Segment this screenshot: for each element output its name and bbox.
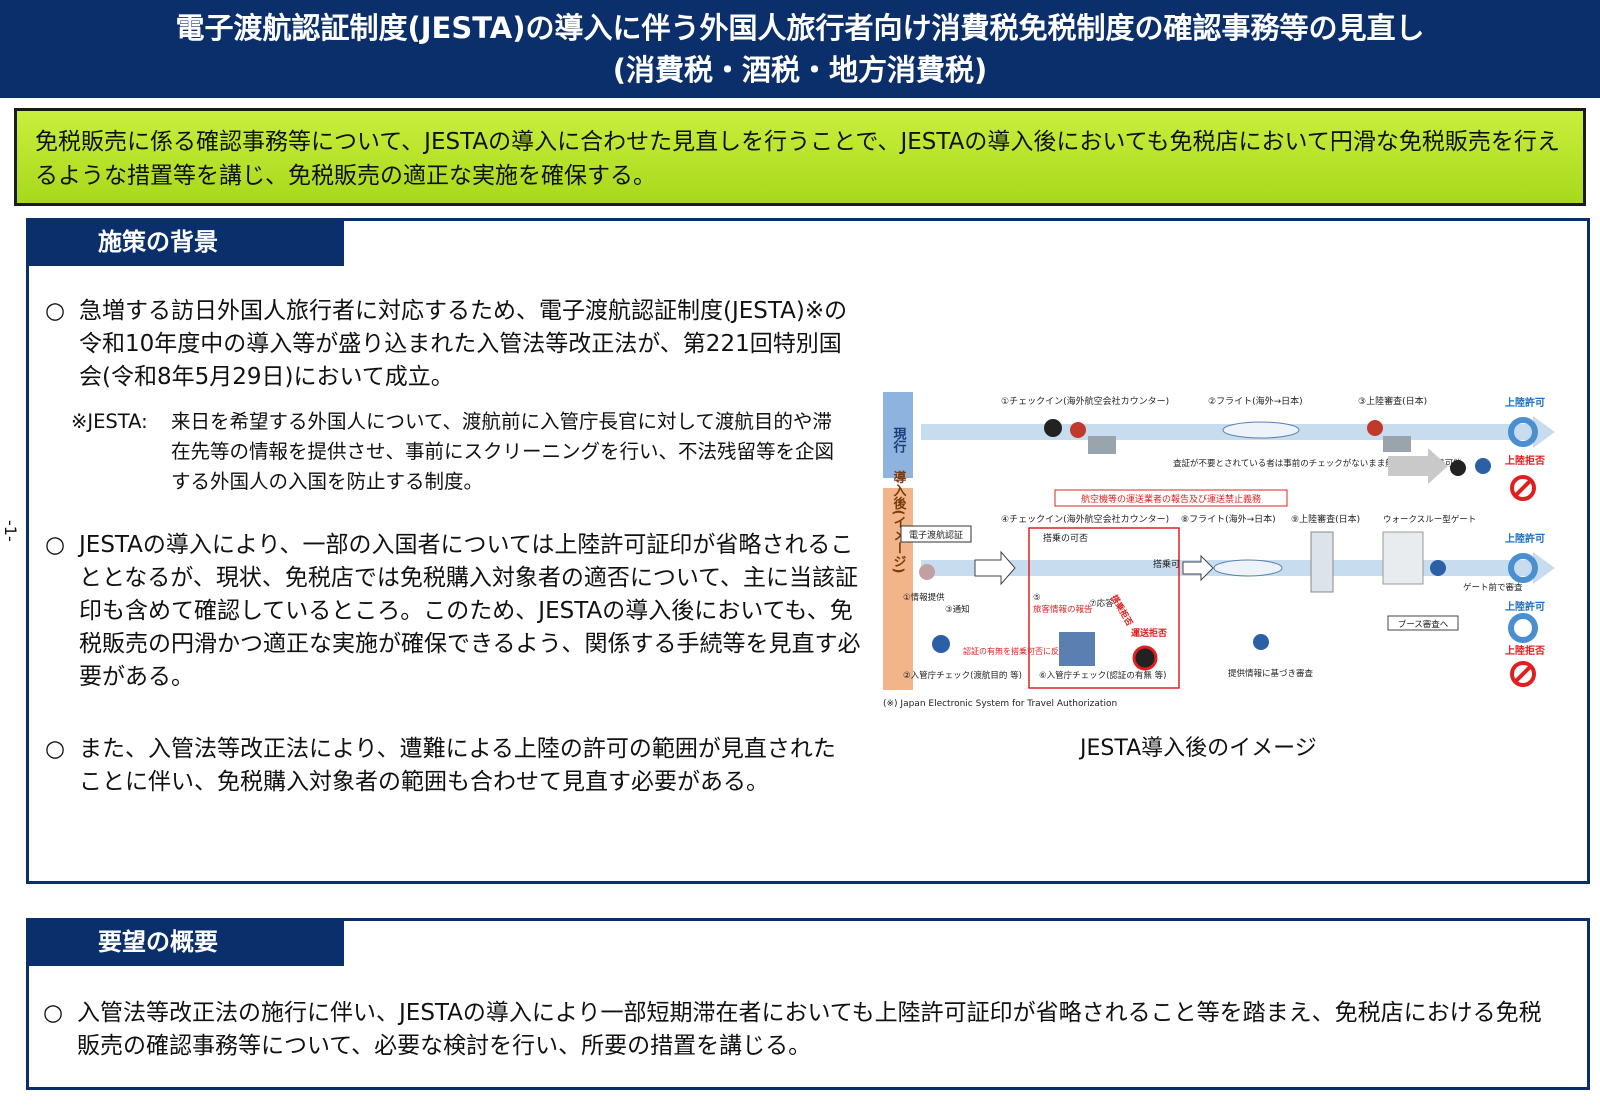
walkthrough-label: ウォークスルー型ゲート [1383,514,1476,525]
obligation-box [1054,489,1288,507]
bullet-mark: ○ [45,736,66,762]
board-refuse-label: 搭乗拒否 [1108,593,1135,628]
bullet-2: ○ JESTAの導入により、一部の入国者については上陸許可証印が省略されることと… [45,529,865,694]
bullet-mark: ○ [43,1000,64,1026]
reflect-label: 認証の有無を搭乗可否に反映 [963,646,1067,656]
row-after-bg [883,488,913,690]
plane2-icon [1213,559,1283,577]
counter-icon [1088,436,1116,454]
diagram-svg: 現行 導入後(イメージ) ①チェックイン(海外航空会社カウンター) ②フライト(… [883,392,1555,709]
row-after-label: 導入後(イメージ) [891,470,907,573]
walkthrough-gate-icon [1382,531,1424,585]
transport-refuse-label: 運送拒否 [1131,627,1167,639]
row-current-label: 現行 [891,427,908,454]
jesta-diagram: 現行 導入後(イメージ) ①チェックイン(海外航空会社カウンター) ②フライト(… [883,392,1583,722]
esys-label: 電子渡航認証 [909,529,963,541]
land-refuse-label-2: 上陸拒否 [1505,644,1545,657]
aft-step8: ⑧フライト(海外→日本) [1181,513,1276,525]
land-permit-label-3: 上陸許可 [1505,600,1545,613]
kiosk-icon [1310,531,1334,593]
page-title: 電子渡航認証制度(JESTA)の導入に伴う外国人旅行者向け消費税免税制度の確認事… [175,11,1425,45]
land-permit-label: 上陸許可 [1505,396,1545,409]
esys-arrow [974,550,1016,586]
aft-step9: ⑨上陸審査(日本) [1291,513,1360,525]
cur-note: 査証が不要とされている者は事前のチェックがないまま航空機等に搭乗可能 [1173,458,1462,469]
esys-box [900,525,972,543]
request-bullet: ○ 入管法等改正法の施行に伴い、JESTAの導入により一部短期滞在者においても上… [43,997,1563,1063]
gate-front-label: ゲート前で審査 [1463,582,1523,593]
request-panel: 要望の概要 ○ 入管法等改正法の施行に伴い、JESTAの導入により一部短期滞在者… [26,918,1590,1090]
bullet-3: ○ また、入管法等改正法により、遭難による上陸の許可の範囲が見直されたことに伴い… [45,733,855,799]
check6-label: ⑥入管庁チェック(認証の有無 等) [1039,670,1166,681]
bullet-mark: ○ [45,532,66,558]
request-tab: 要望の概要 [26,918,344,966]
applicant-icon [919,564,935,580]
cur-step2: ②フライト(海外→日本) [1208,395,1303,407]
boarding-label: 搭乗の可否 [1043,532,1088,544]
aft-step4: ④チェックイン(海外航空会社カウンター) [1001,513,1169,525]
officer2-icon [1475,458,1491,474]
refuse-arrow [1388,448,1448,484]
step7-label: ⑦応答 [1089,598,1114,609]
permit2-circle-icon [1508,553,1538,583]
jesta-note: ※JESTA: 来日を希望する外国人について、渡航前に入管庁長官に対して渡航目的… [71,407,851,497]
staff-icon [1070,422,1086,438]
page-header: 電子渡航認証制度(JESTA)の導入に伴う外国人旅行者向け消費税免税制度の確認事… [0,0,1600,98]
row-current-bg [883,392,913,478]
request-text: 入管法等改正法の施行に伴い、JESTAの導入により一部短期滞在者においても上陸許… [77,1000,1542,1059]
bullet-1: ○ 急増する訪日外国人旅行者に対応するため、電子渡航認証制度(JESTA)※の令… [45,295,855,394]
immigration-officer-icon [932,635,950,653]
step5-label: ⑤ [1033,593,1041,603]
info1-label: ①情報提供 [903,592,945,603]
cur-step1: ①チェックイン(海外航空会社カウンター) [1001,395,1169,407]
summary-box: 免税販売に係る確認事務等について、JESTAの導入に合わせた見直しを行うことで、… [14,108,1586,206]
page-subtitle: (消費税・酒税・地方消費税) [612,53,988,87]
plane-icon [1222,421,1300,439]
obligation-label: 航空機等の運送業者の報告及び運送禁止義務 [1081,493,1261,505]
bullet-2-text: JESTAの導入により、一部の入国者については上陸許可証印が省略されることとなる… [79,532,861,690]
permit3-circle-icon [1508,613,1538,643]
officer-icon [1367,420,1383,436]
footnote: (※) Japan Electronic System for Travel A… [883,699,1117,709]
cur-step3: ③上陸審査(日本) [1358,395,1427,407]
land-permit-label-2: 上陸許可 [1505,532,1545,545]
board-arrow [1182,554,1214,582]
background-tab: 施策の背景 [26,218,344,266]
current-lane-arrow [1533,416,1555,448]
refused-traveler-icon [1450,460,1466,476]
immigration-building-icon [1059,632,1095,666]
booth-label: ブース審査へ [1398,619,1449,630]
bullet-mark: ○ [45,298,66,324]
checkin-box [1028,527,1180,689]
page-number: -1- [1,520,20,542]
check2-label: ②入管庁チェック(渡航目的 等) [903,670,1022,681]
notify3-label: ③通知 [945,604,970,615]
pax-report-label: 旅客情報の報告 [1033,604,1093,615]
jesta-note-head: ※JESTA: [71,410,148,433]
permit-circle-icon [1508,417,1538,447]
land-refuse-label: 上陸拒否 [1505,454,1545,467]
jesta-note-body: 来日を希望する外国人について、渡航前に入管庁長官に対して渡航目的や滞在先等の情報… [171,410,835,493]
desk-icon [1383,436,1411,452]
traveler-icon [1044,419,1062,437]
diagram-caption: JESTA導入後のイメージ [1080,736,1317,761]
refused-traveler2-icon [1132,645,1158,671]
gate-officer-icon [1430,560,1446,576]
bullet-1-text: 急増する訪日外国人旅行者に対応するため、電子渡航認証制度(JESTA)※の令和1… [79,298,848,390]
board-ok-label: 搭乗可 [1153,558,1180,570]
bullet-3-text: また、入管法等改正法により、遭難による上陸の許可の範囲が見直されたことに伴い、免… [79,736,836,795]
summary-text: 免税販売に係る確認事務等について、JESTAの導入に合わせた見直しを行うことで、… [35,129,1560,189]
reviewer-icon [1253,634,1269,650]
after-lane-arrow [1533,552,1555,584]
booth-box [1387,615,1459,631]
review-label: 提供情報に基づき審査 [1228,668,1314,679]
